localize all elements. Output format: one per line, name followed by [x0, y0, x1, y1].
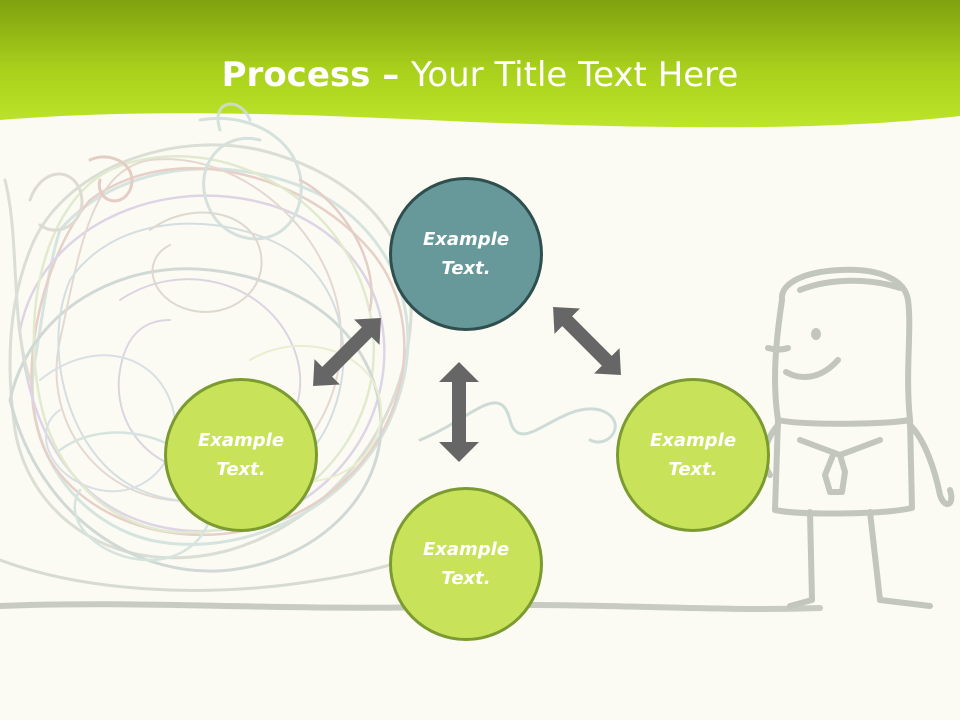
- double-arrow-left-top: [313, 318, 381, 386]
- node-left-text: Example Text.: [197, 430, 285, 480]
- node-top[interactable]: Example Text.: [389, 177, 543, 331]
- stick-figure-eye: [811, 328, 821, 340]
- node-left[interactable]: Example Text.: [164, 378, 318, 532]
- node-right-text: Example Text.: [649, 430, 737, 480]
- node-bottom-text: Example Text.: [422, 539, 510, 589]
- tangle-scribble: [0, 102, 617, 592]
- title-bold: Process: [221, 55, 371, 95]
- node-right[interactable]: Example Text.: [616, 378, 770, 532]
- stick-figure: [761, 266, 955, 609]
- title-rest: Your Title Text Here: [411, 55, 739, 95]
- slide-title: Process – Your Title Text Here: [0, 52, 960, 98]
- double-arrow-vertical: [439, 362, 479, 462]
- node-top-text: Example Text.: [422, 229, 510, 279]
- node-bottom[interactable]: Example Text.: [389, 487, 543, 641]
- title-dash: –: [370, 55, 412, 95]
- header-band: [0, 0, 960, 128]
- double-arrow-top-right: [553, 307, 621, 375]
